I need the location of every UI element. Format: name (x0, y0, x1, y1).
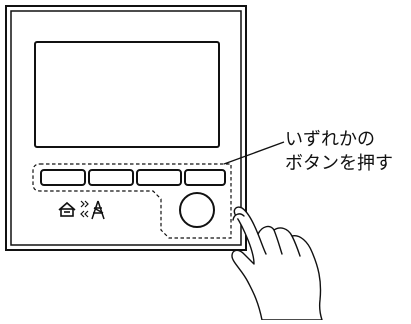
highlight-dashed-outline (32, 163, 232, 239)
button-2[interactable] (88, 169, 134, 186)
button-3[interactable] (136, 169, 182, 186)
house-icon (58, 201, 76, 217)
callout-line-1: いずれかの (285, 129, 375, 150)
controller-body (5, 5, 247, 251)
arrows-icon (80, 200, 89, 218)
callout-label: いずれかの ボタンを押す (285, 128, 409, 176)
callout-line-2: ボタンを押す (285, 153, 393, 174)
round-dial[interactable] (179, 192, 215, 228)
display-screen (34, 41, 220, 148)
callout-leader-line (223, 141, 285, 165)
pointing-hand-icon (231, 206, 323, 321)
button-1[interactable] (40, 169, 86, 186)
button-4[interactable] (184, 169, 226, 186)
tower-icon (91, 200, 105, 220)
